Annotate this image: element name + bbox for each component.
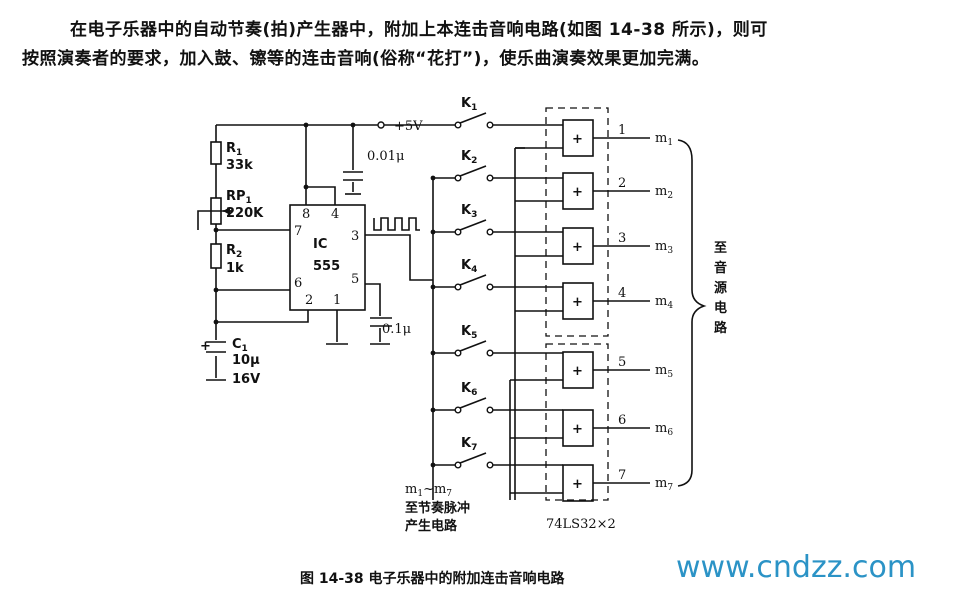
output-number: 2 [618, 176, 626, 191]
switch-row-4: +4 m4 K4 [430, 258, 673, 320]
pulse-bus [432, 147, 525, 500]
switch-row-1: +1 m1 K1 [384, 96, 673, 157]
output-number: 6 [618, 413, 626, 428]
gate-symbol: + [572, 477, 583, 492]
cap-bottom-label: 0.1μ [382, 322, 411, 337]
ic-pin-3: 3 [351, 229, 359, 244]
switch-row-6: +6 m6 K6 [430, 381, 673, 447]
rp1-label: RP1 [226, 189, 252, 206]
switch-row-5: +5 m5 K5 [430, 324, 673, 389]
output-label: m3 [655, 239, 673, 256]
chip-74ls32-a [545, 107, 609, 337]
to-pulse-line-2: 产生电路 [405, 518, 458, 534]
supply-label: +5V [394, 119, 423, 134]
output-label: m2 [655, 184, 673, 201]
output-label: m5 [655, 363, 673, 380]
gate-symbol: + [572, 240, 583, 255]
switch-label: K4 [461, 258, 477, 275]
r1-resistor [210, 141, 222, 165]
r2-resistor [210, 243, 222, 269]
gate-symbol: + [572, 295, 583, 310]
destination-brace [677, 139, 707, 487]
switch-bus-wiring [432, 178, 434, 475]
ic-pin-1: 1 [333, 293, 341, 308]
c1-value-1: 10μ [232, 353, 260, 368]
switch-label: K6 [461, 381, 477, 398]
ic-pin-7: 7 [294, 224, 302, 239]
to-source-label: 至 音 源 电 路 [714, 241, 728, 336]
output-label: m7 [655, 476, 673, 493]
watermark: www.cndzz.com [676, 550, 916, 585]
svg-text:音: 音 [714, 260, 727, 276]
switch-label: K3 [461, 203, 477, 220]
range-label: m1~m7 [405, 482, 452, 499]
ic-555-chip [289, 204, 366, 311]
output-number: 1 [618, 123, 626, 138]
gate-symbol: + [572, 364, 583, 379]
c1-label: C1 [232, 337, 248, 354]
ic-pin-5: 5 [351, 272, 359, 287]
ic-part: 555 [313, 259, 340, 274]
chip-label: 74LS32×2 [546, 517, 616, 532]
figure-caption: 图 14-38 电子乐器中的附加连击音响电路 [300, 570, 566, 587]
rp1-potentiometer [210, 197, 222, 225]
gate-symbol: + [572, 422, 583, 437]
svg-text:至: 至 [714, 241, 727, 256]
ic-pin-2: 2 [305, 293, 313, 308]
r2-label: R2 [226, 243, 242, 260]
output-number: 5 [618, 355, 626, 370]
r2-value: 1k [226, 261, 244, 276]
cap-top-label: 0.01μ [367, 149, 404, 164]
switch-label: K1 [461, 96, 477, 113]
gate-symbol: + [572, 185, 583, 200]
switch-label: K7 [461, 436, 477, 453]
to-pulse-line-1: 至节奏脉冲 [405, 500, 470, 516]
svg-text:电: 电 [714, 300, 727, 316]
output-number: 7 [618, 468, 626, 483]
gate-symbol: + [572, 132, 583, 147]
chip-74ls32-b [545, 343, 609, 501]
switch-label: K2 [461, 149, 477, 166]
output-number: 3 [618, 231, 626, 246]
c1-plus: + [200, 339, 211, 354]
output-label: m6 [655, 421, 673, 438]
svg-text:源: 源 [714, 280, 727, 296]
output-label: m1 [655, 131, 673, 148]
switch-label: K5 [461, 324, 477, 341]
ic-pin-6: 6 [294, 276, 302, 291]
svg-text:路: 路 [714, 320, 728, 336]
output-label: m4 [655, 294, 673, 311]
c1-value-2: 16V [232, 372, 260, 387]
ic-pin-8: 8 [302, 207, 310, 222]
switch-array: +1 m1 K1 +2 m2 K2 +3 m3 K3 +4 m4 K4 +5 m5 K5 +6 m6 K6 +7 m7… [384, 96, 673, 502]
timer-wiring [197, 121, 433, 381]
intro-line-1: 在电子乐器中的自动节奏(拍)产生器中，附加上本连击音响电路(如图 14-38 所… [70, 20, 768, 40]
r1-label: R1 [226, 141, 242, 158]
switch-row-3: +3 m3 K3 [430, 203, 673, 265]
switch-row-2: +2 m2 K2 [430, 149, 673, 210]
rp1-value: 220K [226, 206, 264, 221]
switch-row-7: +7 m7 K7 [430, 436, 673, 502]
ic-pin-4: 4 [331, 207, 339, 222]
output-number: 4 [618, 286, 626, 301]
r1-value: 33k [226, 158, 253, 173]
ic-name: IC [313, 237, 327, 252]
intro-line-2: 按照演奏者的要求，加入鼓、镲等的连击音响(俗称“花打”)，使乐曲演奏效果更加完满… [22, 49, 710, 69]
